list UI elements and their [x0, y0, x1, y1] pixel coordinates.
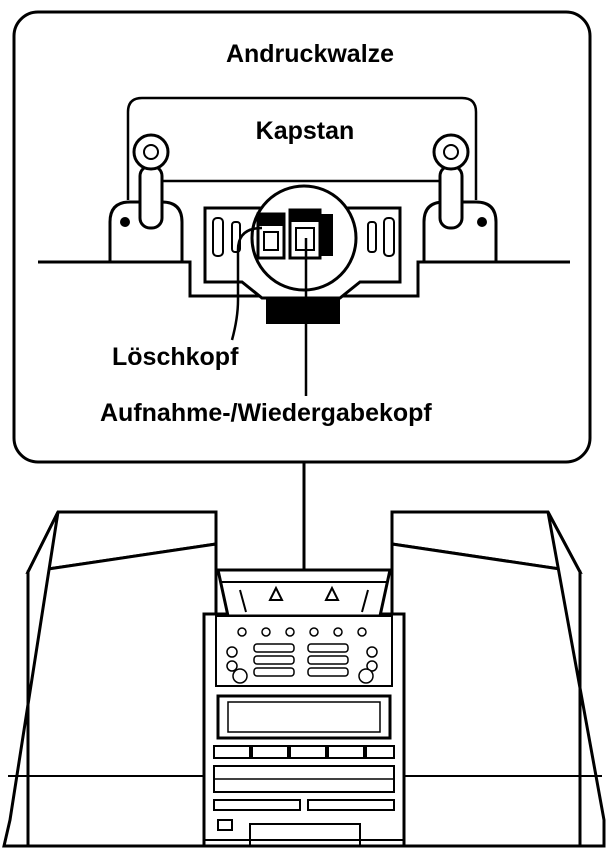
detail-callout: Andruckwalze Kapstan Löschkopf Aufnahme-… [12, 10, 592, 464]
record-playback-head [288, 208, 333, 260]
right-speaker [390, 510, 606, 848]
pinch-roller-right [422, 133, 498, 264]
pinch-roller-label: Andruckwalze [226, 40, 394, 68]
erase-head-label: Löschkopf [112, 343, 239, 371]
erase-head-leader [230, 226, 263, 341]
erase-head [256, 212, 286, 260]
pinch-roller-left [108, 133, 184, 264]
lower-slots [213, 799, 395, 811]
stereo-system [2, 510, 606, 848]
button-row [213, 745, 395, 759]
control-buttons [232, 643, 374, 684]
power-button [217, 819, 233, 831]
pinch-roller-leader [126, 96, 478, 200]
capstan-label: Kapstan [256, 117, 355, 145]
cassette-lid [216, 568, 392, 618]
control-knobs [226, 627, 378, 672]
main-unit [202, 568, 406, 848]
record-playback-head-label: Aufnahme-/Wiedergabekopf [100, 399, 432, 427]
left-speaker [2, 510, 218, 848]
